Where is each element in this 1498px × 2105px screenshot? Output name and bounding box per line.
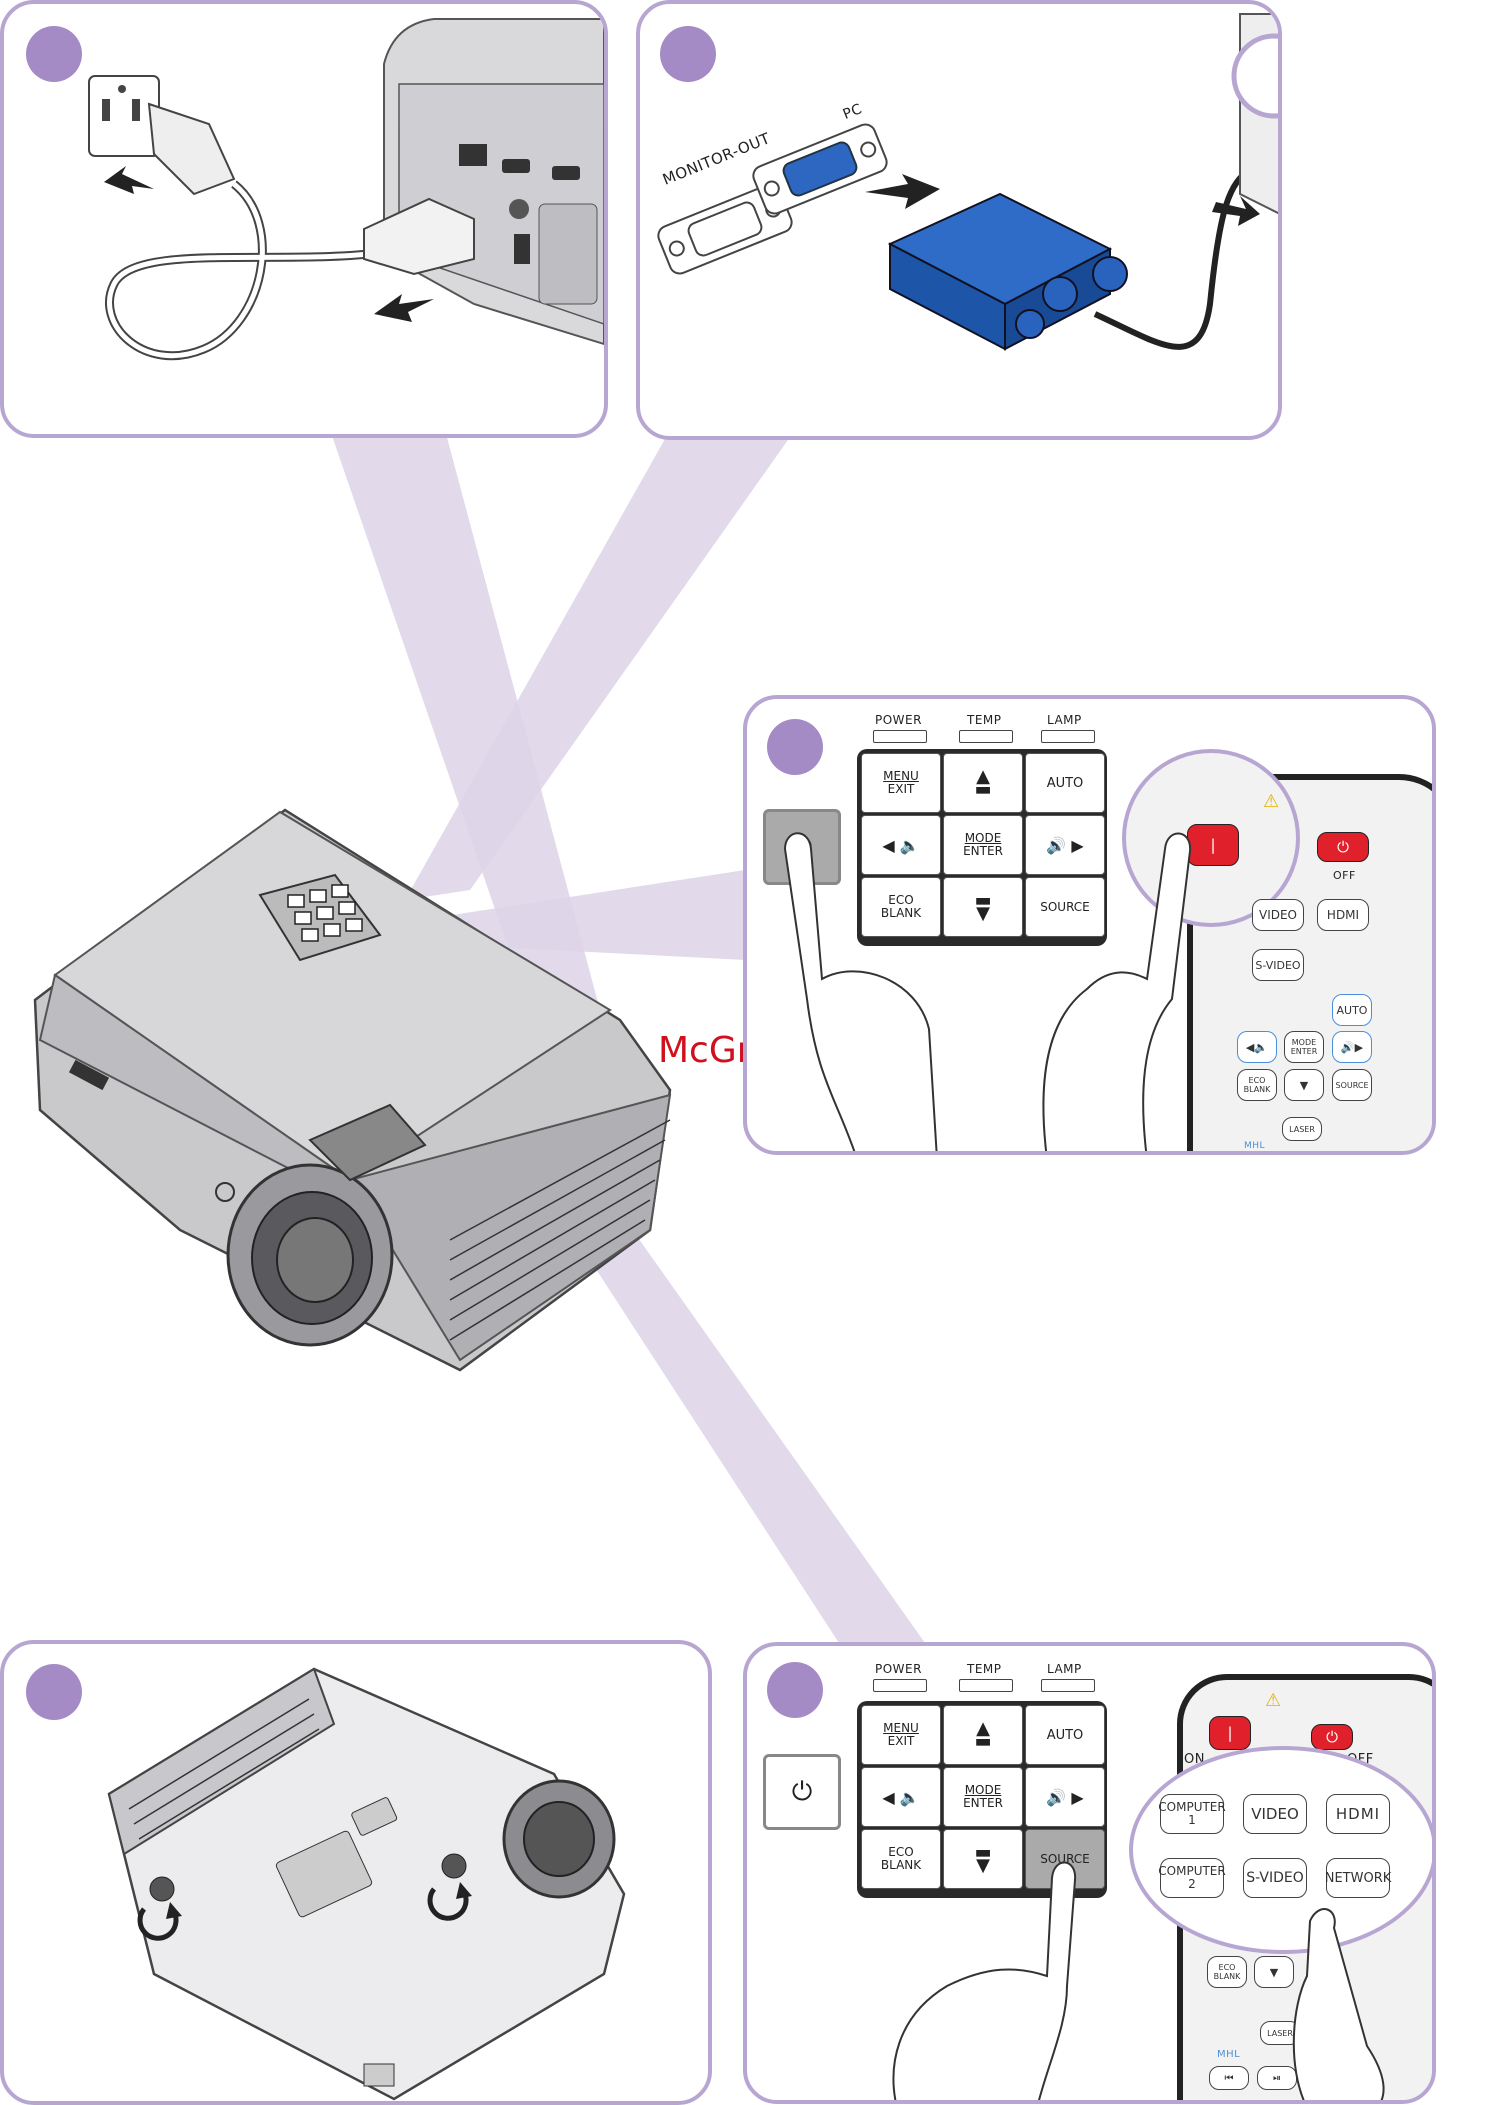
- pressing-hands: [892, 1861, 1385, 2100]
- remote-hdmi-button[interactable]: HDMI: [1317, 899, 1369, 931]
- remote-on-button[interactable]: |: [1209, 1716, 1251, 1750]
- led-temp: [959, 1679, 1013, 1692]
- panel-tilt-adjust: [0, 1640, 712, 2105]
- remote-off-label: OFF: [1333, 869, 1356, 882]
- led-temp: [959, 730, 1013, 743]
- led-power: [873, 1679, 927, 1692]
- remote-zoom-ellipse: [1129, 1746, 1432, 1954]
- led-label-temp: TEMP: [967, 713, 1002, 727]
- led-label-temp: TEMP: [967, 1662, 1002, 1676]
- projector-bottom-illustration: [107, 1667, 626, 2101]
- remote-video-button[interactable]: VIDEO: [1252, 899, 1304, 931]
- remote-hdmi-button[interactable]: HDMI: [1326, 1794, 1390, 1834]
- panel-vga-cable: MONITOR-OUT PC: [636, 0, 1282, 440]
- up-button[interactable]: ▲▬: [943, 1705, 1023, 1765]
- right-volume-button[interactable]: 🔊 ▶: [1025, 1767, 1105, 1827]
- laser-icon: ⚠: [1263, 791, 1280, 812]
- projector-illustration: [33, 808, 672, 1372]
- remote-down-button[interactable]: ▼: [1284, 1069, 1324, 1101]
- step-badge-4: [26, 1664, 82, 1720]
- panel-power-cord: [0, 0, 608, 438]
- source-button[interactable]: SOURCE: [1025, 877, 1105, 937]
- up-button[interactable]: ▲▬: [943, 753, 1023, 813]
- down-button[interactable]: ▬▼: [943, 1829, 1023, 1889]
- remote-prev-button[interactable]: ⏮: [1209, 2066, 1249, 2090]
- led-label-lamp: LAMP: [1047, 1662, 1082, 1676]
- power-button[interactable]: ⏻: [763, 1754, 841, 1830]
- remote-right-button[interactable]: 🔊▶: [1332, 1031, 1372, 1063]
- led-label-lamp: LAMP: [1047, 713, 1082, 727]
- remote-mhl-label: MHL: [1217, 2049, 1241, 2060]
- remote-down-button[interactable]: ▼: [1254, 1956, 1294, 1988]
- remote-mhl-label: MHL: [1244, 1141, 1266, 1151]
- laser-icon: ⚠: [1265, 1690, 1282, 1711]
- led-lamp: [1041, 1679, 1095, 1692]
- remote-video-button[interactable]: VIDEO: [1243, 1794, 1307, 1834]
- led-lamp: [1041, 730, 1095, 743]
- led-label-power: POWER: [875, 713, 922, 727]
- left-volume-button[interactable]: ◀ 🔈: [861, 815, 941, 875]
- auto-button[interactable]: AUTO: [1025, 753, 1105, 813]
- step-badge-2: [660, 26, 716, 82]
- arrow-icon: [865, 174, 940, 209]
- left-volume-button[interactable]: ◀ 🔈: [861, 1767, 941, 1827]
- auto-button[interactable]: AUTO: [1025, 1705, 1105, 1765]
- power-icon: ⏻: [791, 1776, 813, 1807]
- remote-svideo-button[interactable]: S-VIDEO: [1243, 1858, 1307, 1898]
- led-label-power: POWER: [875, 1662, 922, 1676]
- vga-illustration: [657, 13, 1278, 351]
- remote-off-button[interactable]: ⏻: [1311, 1724, 1353, 1750]
- down-button[interactable]: ▬▼: [943, 877, 1023, 937]
- step-badge-1: [26, 26, 82, 82]
- remote-laser-button[interactable]: LASER: [1282, 1117, 1322, 1141]
- step-badge-3: [767, 719, 823, 775]
- remote-auto-button[interactable]: AUTO: [1332, 994, 1372, 1026]
- power-cord-illustration: [88, 18, 604, 361]
- right-volume-button[interactable]: 🔊 ▶: [1025, 815, 1105, 875]
- led-power: [873, 730, 927, 743]
- rotate-icon: [137, 1907, 179, 1941]
- remote-source-button[interactable]: SOURCE: [1332, 1069, 1372, 1101]
- arrow-icon: [104, 166, 154, 194]
- remote-network-button[interactable]: NETWORK: [1325, 1858, 1391, 1898]
- remote-play-pause-button[interactable]: ⏯: [1257, 2066, 1297, 2090]
- remote-svideo-button[interactable]: S-VIDEO: [1252, 949, 1304, 981]
- remote-left-button[interactable]: ◀🔈: [1237, 1031, 1277, 1063]
- pressing-hands: [783, 832, 1192, 1151]
- remote-off-button[interactable]: ⏻: [1317, 832, 1369, 862]
- step-badge-5: [767, 1662, 823, 1718]
